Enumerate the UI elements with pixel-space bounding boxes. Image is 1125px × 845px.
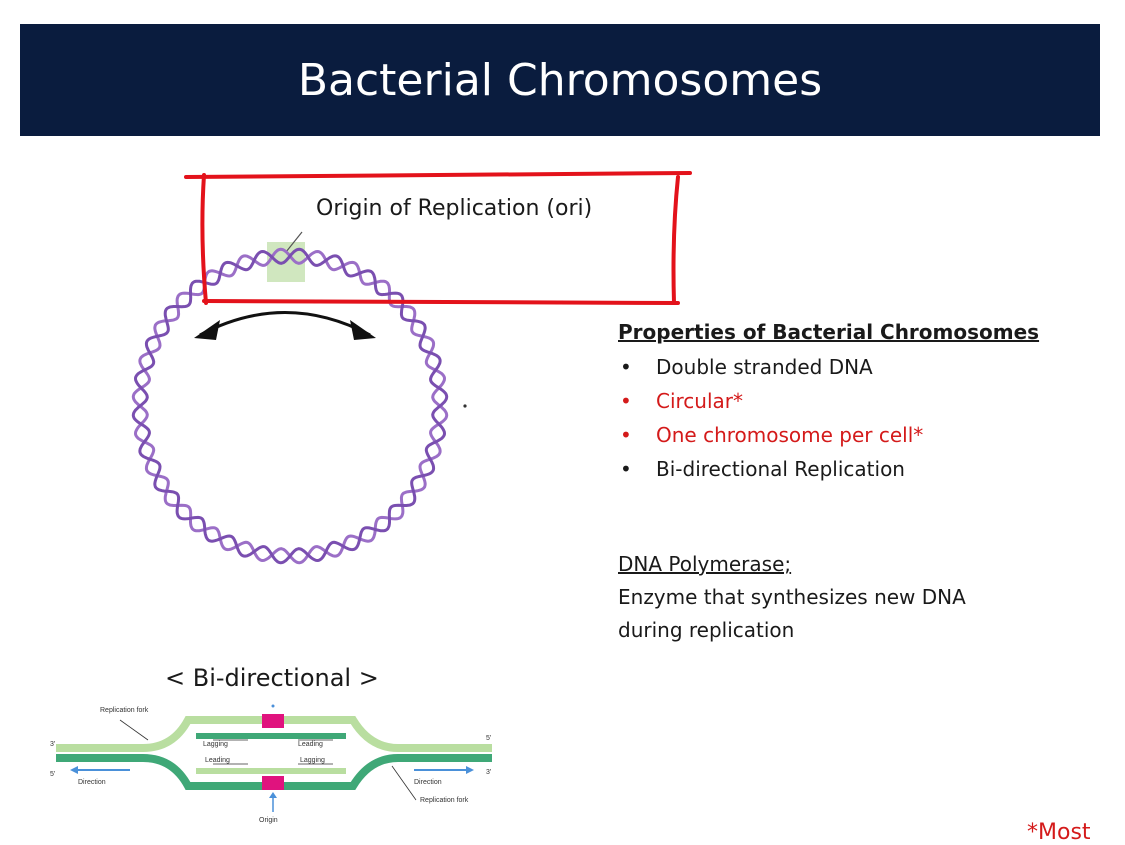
origin-top-dot xyxy=(271,704,275,708)
leading-label-right: Leading xyxy=(298,741,323,748)
properties-list: •Double stranded DNA •Circular* •One chr… xyxy=(618,350,1098,486)
title-bar: Bacterial Chromosomes xyxy=(20,24,1100,136)
replication-bubble-diagram: Replication fork Replication fork Direct… xyxy=(50,704,492,824)
origin-mark-top xyxy=(262,714,284,728)
fork-label-left: Replication fork xyxy=(100,707,149,714)
fork-pointer-left xyxy=(119,719,149,741)
polymerase-heading: DNA Polymerase; xyxy=(618,552,792,576)
lagging-label-left: Lagging xyxy=(203,741,228,748)
lagging-label-right: Lagging xyxy=(300,757,325,764)
bullet-icon: • xyxy=(620,355,632,379)
dna-strand-b xyxy=(131,247,449,565)
stray-dot xyxy=(463,404,467,408)
polymerase-definition-line1: Enzyme that synthesizes new DNA xyxy=(618,585,966,609)
origin-label: Origin xyxy=(259,817,278,824)
bidirectional-arrow-curve xyxy=(199,311,371,337)
direction-label-right: Direction xyxy=(414,779,442,786)
footnote: *Most xyxy=(1027,820,1091,845)
origin-mark-bottom xyxy=(262,776,284,790)
fork-label-right: Replication fork xyxy=(420,797,469,804)
fork-pointer-right xyxy=(391,765,417,801)
direction-arrow-right-head xyxy=(466,766,474,774)
end-label-left-top: 3' xyxy=(50,741,55,748)
slide-title: Bacterial Chromosomes xyxy=(297,54,823,106)
polymerase-definition-line2: during replication xyxy=(618,618,795,642)
bidirectional-label: < Bi-directional > xyxy=(165,664,379,692)
new-strand-top xyxy=(196,733,346,739)
end-label-right-top: 5' xyxy=(486,735,491,742)
leading-label-left: Leading xyxy=(205,757,230,764)
bullet-icon: • xyxy=(620,457,632,481)
ori-pointer-line xyxy=(285,231,303,253)
direction-arrow-left-head xyxy=(70,766,78,774)
direction-label-left: Direction xyxy=(78,779,106,786)
new-strand-bottom xyxy=(196,768,346,774)
property-item: •Circular* xyxy=(618,384,1098,418)
polymerase-section: DNA Polymerase; Enzyme that synthesizes … xyxy=(618,548,1098,647)
red-annotation-box xyxy=(184,171,692,305)
properties-heading: Properties of Bacterial Chromosomes xyxy=(618,320,1040,344)
bullet-icon: • xyxy=(620,423,632,447)
arrow-head-left xyxy=(194,320,220,340)
bullet-icon: • xyxy=(620,389,632,413)
property-item: •One chromosome per cell* xyxy=(618,418,1098,452)
circular-chromosome-diagram xyxy=(131,231,467,565)
properties-section: Properties of Bacterial Chromosomes •Dou… xyxy=(618,320,1098,486)
ori-label: Origin of Replication (ori) xyxy=(316,196,593,221)
end-label-right-bottom: 3' xyxy=(486,769,491,776)
arrow-head-right xyxy=(350,320,376,340)
property-item: •Bi-directional Replication xyxy=(618,452,1098,486)
origin-arrow-head xyxy=(269,792,277,798)
property-item: •Double stranded DNA xyxy=(618,350,1098,384)
end-label-left-bottom: 5' xyxy=(50,771,55,778)
